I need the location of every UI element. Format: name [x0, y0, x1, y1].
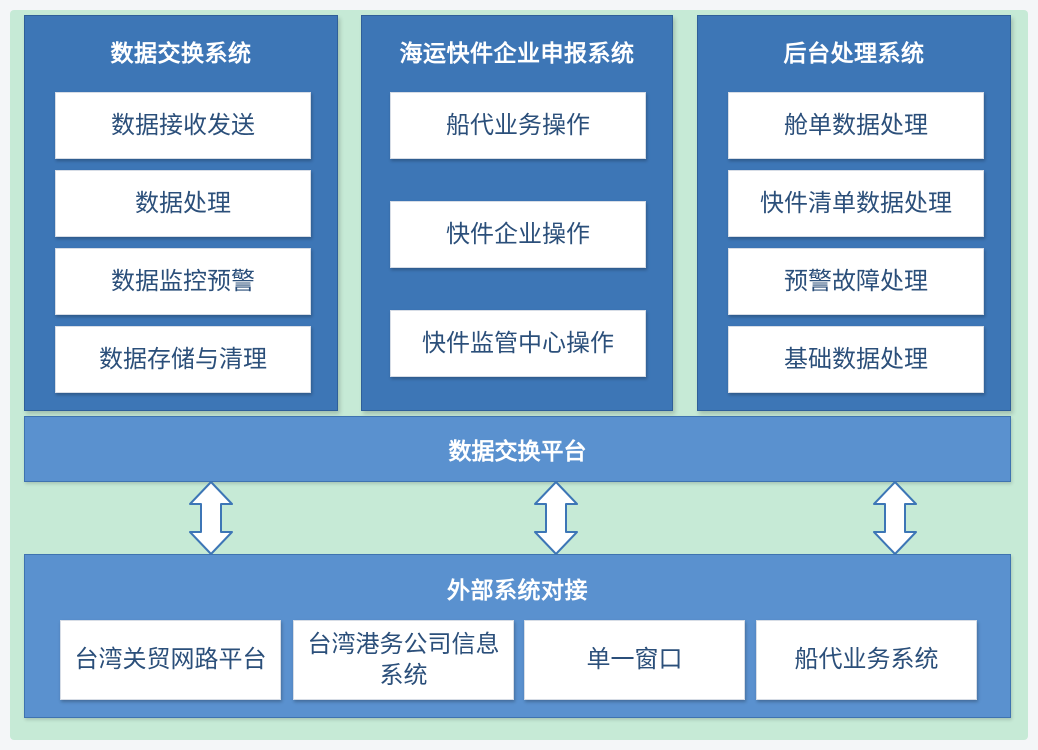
panel-item: 快件企业操作: [390, 201, 646, 268]
panel-item: 快件监管中心操作: [390, 310, 646, 377]
panel-item: 预警故障处理: [728, 248, 984, 315]
panel-item: 数据存储与清理: [55, 326, 311, 393]
panel-item: 基础数据处理: [728, 326, 984, 393]
double-arrow-icon: [873, 481, 917, 555]
external-systems-title: 外部系统对接: [447, 578, 588, 604]
external-system-item: 台湾港务公司信息系统: [293, 620, 514, 700]
panel-data-exchange-system: 数据交换系统 数据接收发送 数据处理 数据监控预警 数据存储与清理: [24, 15, 338, 411]
panel-title: 海运快件企业申报系统: [399, 41, 635, 67]
external-system-item: 台湾关贸网路平台: [60, 620, 281, 700]
panel-backend-processing-system: 后台处理系统 舱单数据处理 快件清单数据处理 预警故障处理 基础数据处理: [697, 15, 1011, 411]
panel-item: 数据监控预警: [55, 248, 311, 315]
external-system-item: 单一窗口: [524, 620, 745, 700]
panel-item: 快件清单数据处理: [728, 170, 984, 237]
panel-item: 船代业务操作: [390, 92, 646, 159]
panel-sea-express-declaration-system: 海运快件企业申报系统 船代业务操作 快件企业操作 快件监管中心操作: [361, 15, 673, 411]
panel-item: 数据接收发送: [55, 92, 311, 159]
panel-item: 数据处理: [55, 170, 311, 237]
external-systems-panel: 外部系统对接 台湾关贸网路平台 台湾港务公司信息系统 单一窗口 船代业务系统: [24, 554, 1011, 718]
panel-title: 数据交换系统: [110, 41, 252, 67]
panel-title: 后台处理系统: [783, 41, 925, 67]
external-system-item: 船代业务系统: [756, 620, 977, 700]
panel-item: 舱单数据处理: [728, 92, 984, 159]
data-exchange-platform-bar: 数据交换平台: [24, 416, 1011, 482]
double-arrow-icon: [534, 481, 578, 555]
double-arrow-icon: [189, 481, 233, 555]
